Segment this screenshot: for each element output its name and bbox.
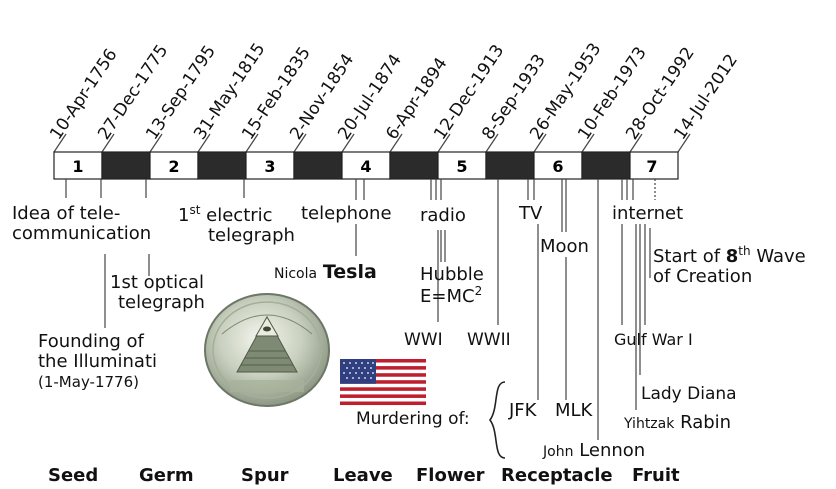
phase-receptacle: Receptacle <box>501 465 613 486</box>
start8-line2: of Creation <box>653 266 753 288</box>
illuminati-line2: the Illuminati <box>38 351 158 373</box>
murdering-label: Murdering of: <box>356 409 470 429</box>
start8-num: 8 <box>725 246 739 267</box>
electric-line2: telegraph <box>208 225 295 247</box>
event-telephone: telephone <box>301 203 392 224</box>
illuminati-line1: Founding of <box>38 331 144 352</box>
wave-number-7: 7 <box>646 157 657 176</box>
tesla-text: Tesla <box>322 261 377 283</box>
us-flag-image <box>340 359 426 406</box>
event-connectors <box>65 179 656 440</box>
event-tv: TV <box>519 203 543 224</box>
event-wwi: WWI <box>404 330 443 350</box>
event-idea-telecommunication: Idea of tele- communication <box>12 203 152 245</box>
start8-sup: th <box>738 244 751 258</box>
yihtzak-text: Yihtzak <box>624 416 675 432</box>
date-ticks <box>53 133 691 153</box>
event-john-lennon: John Lennon <box>543 440 646 461</box>
john-text: John <box>543 444 574 460</box>
event-wwii: WWII <box>467 330 511 350</box>
phase-seed: Seed <box>48 465 99 486</box>
phase-germ: Germ <box>139 465 194 486</box>
phase-leave: Leave <box>333 465 393 486</box>
optical-line1: 1st optical <box>110 272 205 293</box>
phase-flower: Flower <box>416 465 485 486</box>
timeline-bar <box>53 151 679 180</box>
nikola-text: Nicola <box>274 266 318 282</box>
event-lady-diana: Lady Diana <box>641 384 737 404</box>
wave-number-3: 3 <box>264 157 275 176</box>
wave-number-4: 4 <box>360 157 371 176</box>
hubble-text: Hubble <box>420 264 484 285</box>
great-seal-image <box>204 293 330 407</box>
lennon-text: Lennon <box>579 440 646 461</box>
electric-sup: st <box>189 203 201 217</box>
event-mlk: MLK <box>555 400 593 421</box>
start8-post: Wave <box>750 246 806 267</box>
wave-number-1: 1 <box>72 157 83 176</box>
idea-line1: Idea of tele- <box>12 203 121 224</box>
event-internet: internet <box>612 203 684 224</box>
emc-text: E=MC <box>420 286 475 308</box>
wave-number-6: 6 <box>552 157 563 176</box>
electric-post: electric <box>200 205 273 226</box>
optical-line2: telegraph <box>118 292 205 314</box>
murder-brace <box>489 381 506 459</box>
wave-number-5: 5 <box>456 157 467 176</box>
phase-fruit: Fruit <box>632 465 680 486</box>
rabin-text: Rabin <box>680 412 732 433</box>
event-radio: radio <box>420 205 466 226</box>
event-moon: Moon <box>540 236 589 257</box>
wave-number-2: 2 <box>168 157 179 176</box>
event-start-8th-wave: Start of 8th Wave of Creation <box>653 244 806 288</box>
event-jfk: JFK <box>509 400 537 421</box>
event-electric-telegraph: 1st electric telegraph <box>178 203 295 247</box>
event-gulf-war: Gulf War I <box>614 330 693 349</box>
start8-pre: Start of <box>653 246 726 267</box>
event-illuminati: Founding of the Illuminati (1-May-1776) <box>38 331 158 392</box>
idea-line2: communication <box>12 223 152 245</box>
electric-num: 1 <box>178 205 190 226</box>
event-optical-telegraph: 1st optical telegraph <box>110 272 205 314</box>
event-hubble-emc: Hubble E=MC2 <box>420 264 484 308</box>
emc-sup: 2 <box>474 284 483 299</box>
event-tesla: Nicola Tesla <box>274 261 377 283</box>
event-rabin: Yihtzak Rabin <box>624 412 732 433</box>
illuminati-date: (1-May-1776) <box>38 373 139 392</box>
phase-spur: Spur <box>241 465 289 486</box>
